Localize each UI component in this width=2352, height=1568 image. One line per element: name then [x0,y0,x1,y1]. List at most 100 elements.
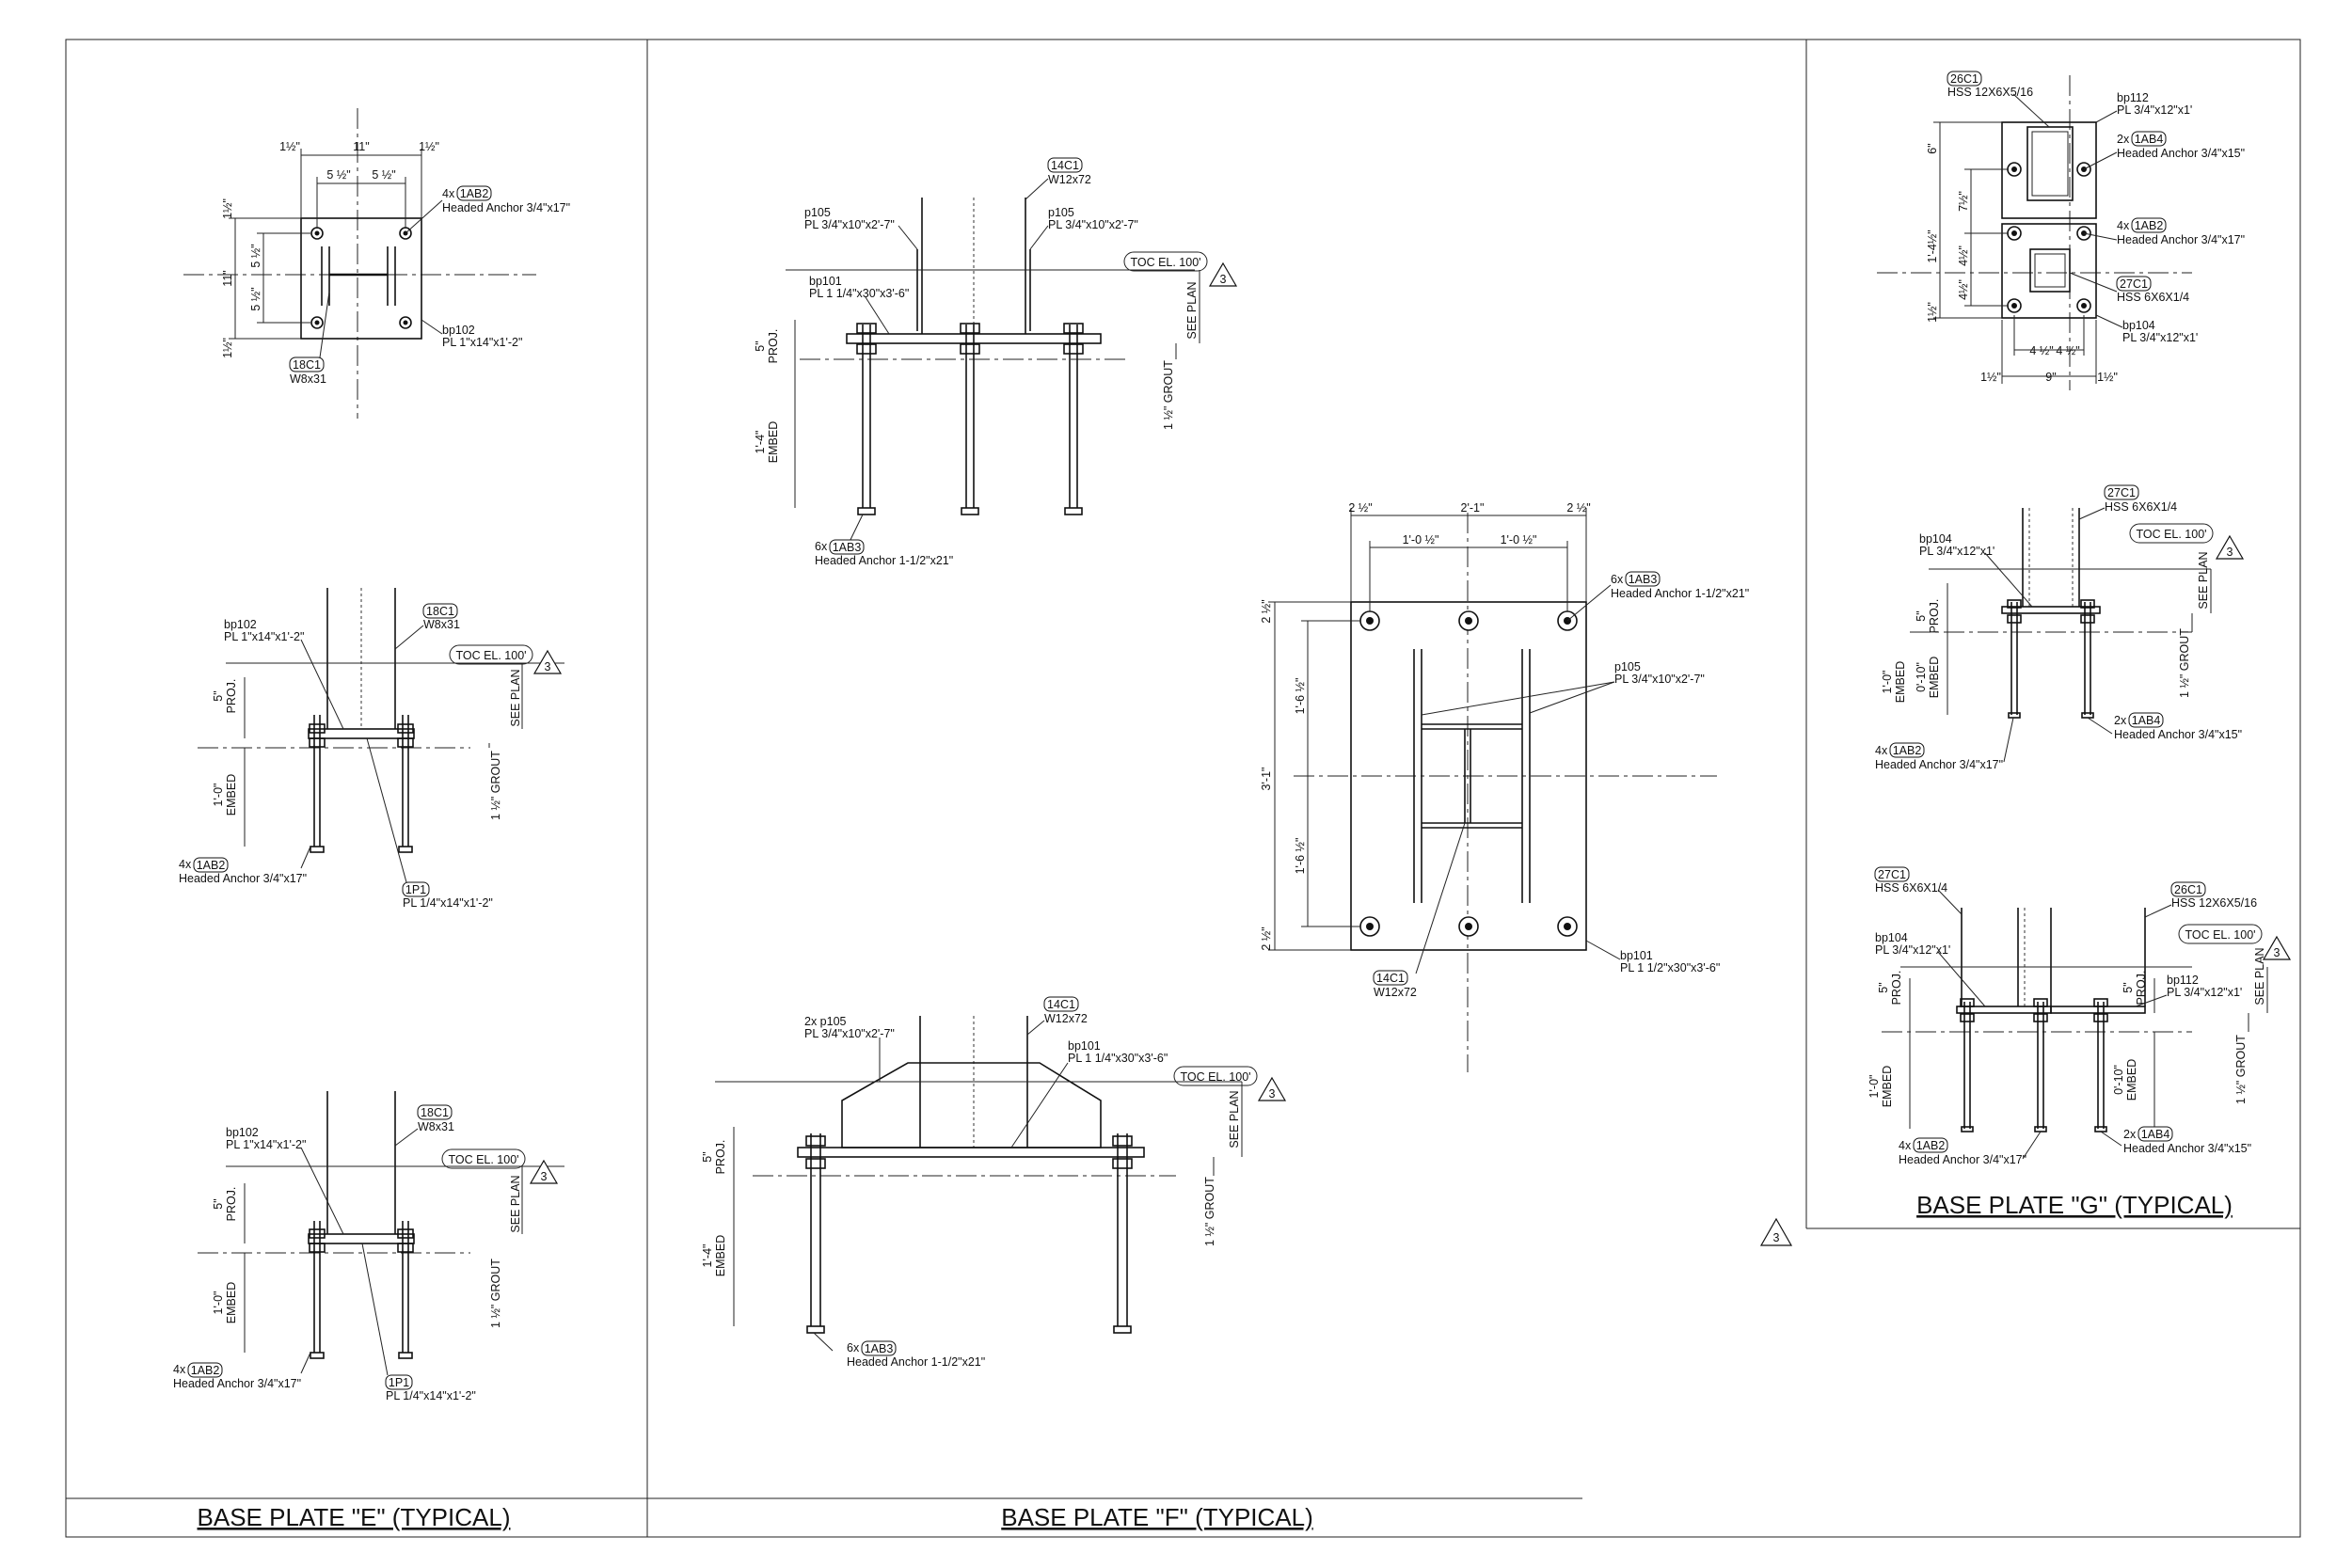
f-elev1-anchor-desc: Headed Anchor 1-1/2"x21" [815,554,953,567]
e-elev1-embed: EMBED [225,774,238,816]
f-elev2-column-tag: 14C1 [1047,998,1075,1011]
f-plan-dim-half-left: 1'-0 ½" [1403,533,1439,546]
e-plan-dim-side-bot: 1½" [221,338,234,358]
e-elev1-shim-desc: PL 1/4"x14"x1'-2" [403,896,493,910]
g-elev2-proj-dim-l: 5" [1877,982,1890,992]
e-elev2-anchor-desc: Headed Anchor 3/4"x17" [173,1377,301,1390]
e-plan-dim-half-left: 5 ½" [326,168,350,182]
e-elev1-see-plan: SEE PLAN [509,669,522,726]
f-plan-plate-desc: PL 1 1/2"x30"x3'-6" [1620,961,1720,974]
g-elev2-embed-r: EMBED [2125,1059,2138,1101]
f-elev2-plate-mark: bp101 [1068,1039,1101,1053]
f-elev1-plate-mark: bp101 [809,275,842,288]
e-elev1-grout: 1 ½" GROUT [489,751,502,820]
f-elev2-toc-label: TOC EL. 100' [1180,1070,1250,1084]
f-elev2-plate-desc: PL 1 1/4"x30"x3'-6" [1068,1052,1168,1065]
f-plan-anchor-tag: 1AB3 [1629,573,1658,586]
g-elev2-grout: 1 ½" GROUT [2234,1035,2248,1104]
e-plan-plate-mark: bp102 [442,324,475,337]
e-plan-dim-side-b: 5 ½" [249,287,262,310]
e-plan-dim-side-a: 5 ½" [249,244,262,267]
f-elevation-2 [715,1016,1243,1334]
f-elev1-proj: PROJ. [767,329,780,364]
f-elev1-proj-dim: 5" [754,341,767,351]
g-elev1-toc-cloud [2129,523,2245,560]
f-plan-stiffener-desc: PL 3/4"x10"x2'-7" [1614,673,1705,686]
f-plan-view [1268,508,1717,1072]
svg-text:3: 3 [1773,1231,1780,1244]
g-plan-hss12-tag: 26C1 [1950,72,1979,86]
e-plan-dim-top-right: 1½" [419,140,439,153]
g-elev2-toc-label: TOC EL. 100' [2185,928,2255,942]
title-base-plate-e: BASE PLATE "E" (TYPICAL) [198,1503,511,1531]
g-plan-dim-four-a: 4½" [1957,245,1970,266]
g-elev1-embed: EMBED [1894,661,1907,703]
g-plan-hss6-tag: 27C1 [2120,277,2148,291]
g-plan-bp104-mark: bp104 [2122,319,2155,332]
f-plan-dim-top-mid: 2'-1" [1461,501,1485,515]
g-plan-dim-four-b: 4½" [1957,279,1970,300]
e-elev2-anchor-tag: 1AB2 [191,1364,220,1377]
e-elev1-proj: PROJ. [225,679,238,714]
g-elev2-ab2-tag: 1AB2 [1916,1139,1946,1152]
g-elev2-hss12-size: HSS 12X6X5/16 [2171,896,2257,910]
f-elev1-stiffener-r-desc: PL 3/4"x10"x2'-7" [1048,218,1138,231]
g-elev2-bp112-desc: PL 3/4"x12"x1' [2167,986,2242,999]
f-elev2-anchor-tag: 1AB3 [865,1342,894,1355]
f-plan-dim-side-a: 1'-6 ½" [1294,678,1307,715]
e-elev2-proj-dim: 5" [212,1198,225,1209]
g-elev2-ab4-qty: 2x [2123,1128,2137,1141]
g-elev2-hss6-size: HSS 6X6X1/4 [1875,881,1947,895]
g-elev2-proj-r: PROJ. [2135,971,2148,1006]
f-elev2-toc-cloud [1173,1066,1287,1101]
f-elev1-rev: 3 [1220,273,1227,286]
g-elev1-ab2-tag: 1AB2 [1893,744,1922,757]
g-plan-dim-total: 1'-4½" [1926,230,1939,262]
e-plan-column-size: W8x31 [290,372,326,386]
f-elev1-stiffener-r-mark: p105 [1048,206,1074,219]
g-plan-hss12-size: HSS 12X6X5/16 [1947,86,2033,99]
e-elev1-toc-label: TOC EL. 100' [455,649,526,662]
f-elev2-anchor-qty: 6x [847,1341,860,1354]
g-elev1-column-tag: 27C1 [2107,486,2136,499]
g-plan-bp112-mark: bp112 [2117,91,2149,104]
e-elev2-toc-cloud [441,1148,559,1184]
g-plan-ab4-desc: Headed Anchor 3/4"x15" [2117,147,2245,160]
g-elev2-proj-dim-r: 5" [2122,982,2135,992]
sheet-frame [65,39,2301,1538]
e-elev1-column-size: W8x31 [423,618,460,631]
e-elev1-shim-tag: 1P1 [405,883,426,896]
g-elev2-ab4-desc: Headed Anchor 3/4"x15" [2123,1142,2251,1155]
e-plan-column-tag: 18C1 [293,358,321,372]
g-plan-dim-half-l: 4 ½" [2029,344,2053,357]
e-elev2-see-plan: SEE PLAN [509,1175,522,1232]
e-plan-dim-top-mid: 11" [353,140,369,153]
g-elev2-proj-l: PROJ. [1890,971,1903,1006]
g-elev1-ab4-tag: 1AB4 [2132,714,2161,727]
e-elev1-plate-desc: PL 1"x14"x1'-2" [224,630,304,643]
f-elev2-anchor-desc: Headed Anchor 1-1/2"x21" [847,1355,985,1369]
f-elev2-embed: EMBED [714,1235,727,1276]
g-plan-dim-bot-l: 1½" [1980,371,2001,384]
e-plan-dim-side-mid: 11" [221,270,234,286]
g-plan-dim-one-half: 1½" [1926,302,1939,323]
f-elev1-see-plan: SEE PLAN [1185,281,1199,339]
f-plan-dim-side-bot: 2 ½" [1260,927,1273,950]
f-elev1-stiffener-l-desc: PL 3/4"x10"x2'-7" [804,218,895,231]
f-elevation-1 [786,198,1200,515]
e-elev2-rev: 3 [541,1170,548,1183]
f-elev2-stiffener-mark: 2x p105 [804,1015,847,1028]
e-elev2-toc-label: TOC EL. 100' [448,1153,518,1166]
f-elev2-proj-dim: 5" [701,1151,714,1162]
g-plan-dim-six: 6" [1926,143,1939,153]
e-elev1-anchor-tag: 1AB2 [197,859,226,872]
g-plan-ab2-tag: 1AB2 [2135,219,2164,232]
e-elev2-proj: PROJ. [225,1187,238,1222]
g-elev2-hss12-tag: 26C1 [2174,883,2202,896]
e-elev1-anchor-qty: 4x [179,858,192,871]
g-elev1-proj: PROJ. [1928,599,1941,634]
f-plan-column-size: W12x72 [1374,986,1417,999]
f-elev1-grout: 1 ½" GROUT [1162,360,1175,430]
e-plan-anchor-tag: 1AB2 [460,187,489,200]
